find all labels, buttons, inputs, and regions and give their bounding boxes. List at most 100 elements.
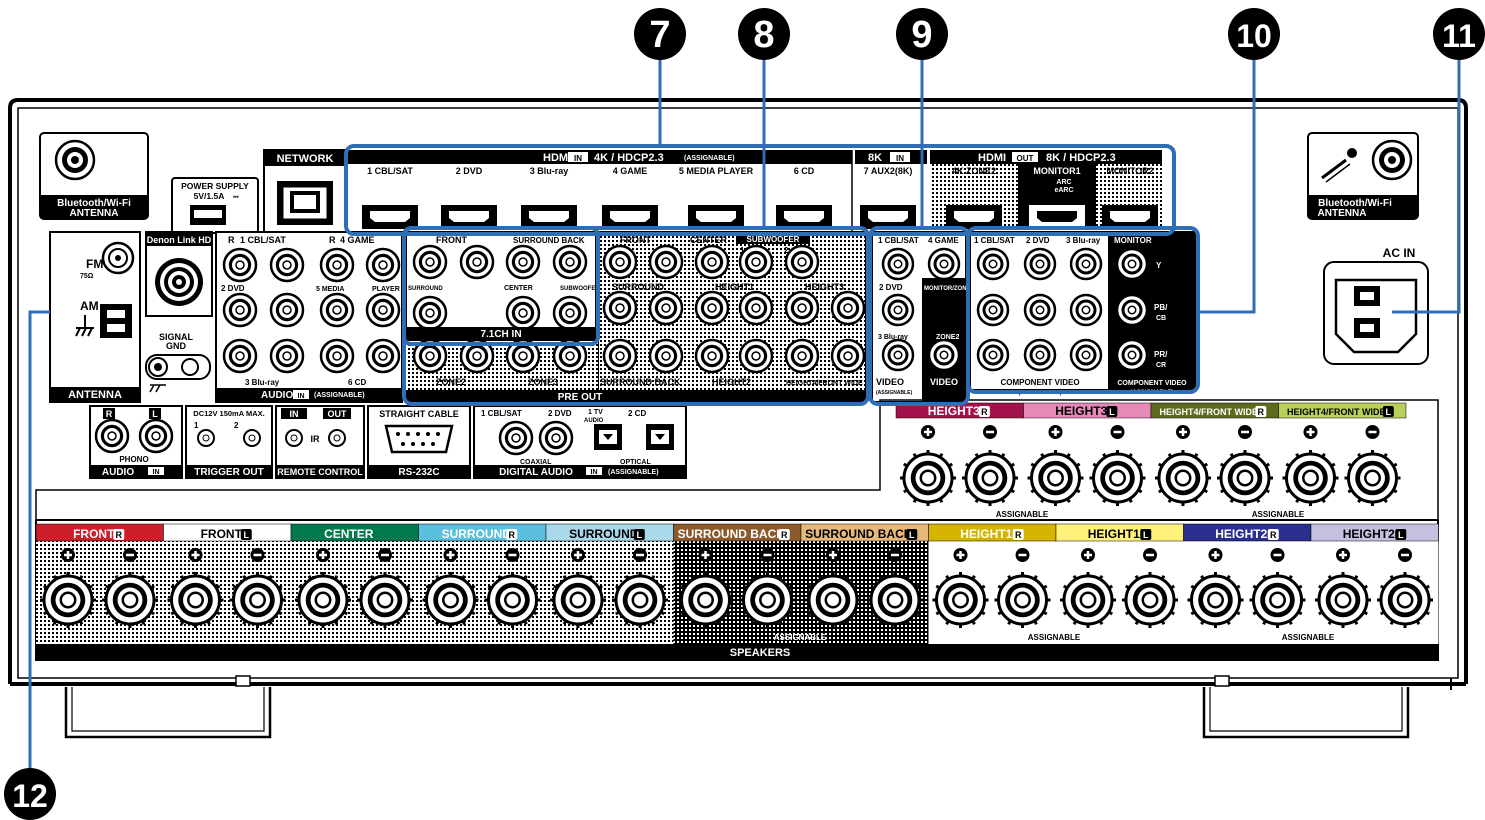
speaker-binding-post-icon <box>550 572 606 628</box>
svg-text:POWER SUPPLY: POWER SUPPLY <box>181 181 249 191</box>
hdmi-port-icon <box>1102 205 1158 229</box>
preout-label: CENTER <box>690 235 728 245</box>
svg-text:GND: GND <box>166 341 187 351</box>
speaker-binding-post-icon <box>229 572 286 628</box>
label-text: 1 <box>740 246 745 255</box>
hdmi-port-label: 7 AUX2(8K) <box>864 166 913 176</box>
rca-jack-icon <box>138 418 174 454</box>
speaker-channel-label: HEIGHT2 <box>1215 527 1267 541</box>
minus-icon <box>123 548 137 562</box>
rca-jack-icon <box>94 418 130 454</box>
plus-icon <box>316 548 330 562</box>
svg-text:FM: FM <box>86 257 103 271</box>
serial-port-icon <box>384 424 454 454</box>
speaker-binding-post-icon <box>1155 450 1211 506</box>
label-text: 2 DVD <box>1026 236 1050 245</box>
ethernet-jack-icon <box>277 181 333 225</box>
side-tag: L <box>637 530 643 540</box>
svg-text:(ASSIGNABLE): (ASSIGNABLE) <box>314 392 365 399</box>
speaker-channel-label: HEIGHT3 <box>928 404 980 418</box>
preout-label: HEIGHT1 <box>715 282 754 292</box>
rca-jack-icon <box>784 290 820 326</box>
rca-jack-icon <box>365 338 401 374</box>
plus-icon <box>1176 425 1190 439</box>
label-text: 1 CBL/SAT <box>240 235 286 245</box>
speaker-binding-post-icon <box>1315 572 1371 628</box>
svg-text:RS-232C: RS-232C <box>398 467 439 478</box>
rca-jack-icon <box>648 244 684 280</box>
side-tag: L <box>1398 530 1404 540</box>
minus-icon <box>505 548 520 562</box>
label-text: 3 Blu-ray <box>1066 236 1101 245</box>
speaker-channel-label: SURROUND BACK <box>678 527 786 541</box>
callout-marker: 8 <box>738 8 790 60</box>
speaker-channel-label: HEIGHT1 <box>960 527 1012 541</box>
rca-jack-icon <box>222 292 258 328</box>
right-foot <box>1202 687 1410 739</box>
side-tag: L <box>909 530 915 540</box>
callout-number: 11 <box>1442 18 1476 54</box>
label-text: OPTICAL <box>620 459 651 466</box>
callout-number: 7 <box>649 14 670 56</box>
antenna-connector-icon <box>54 139 96 181</box>
speaker-channel-label: HEIGHT4/FRONT WIDE <box>1287 407 1386 417</box>
rca-jack-icon <box>694 290 730 326</box>
svg-text:HDMI: HDMI <box>978 152 1006 164</box>
speaker-binding-post-icon <box>102 572 158 628</box>
side-tag: R <box>1015 530 1022 540</box>
label-text: MONITOR/ZONE2 <box>924 286 975 292</box>
preout-label: HEIGHT2 <box>712 377 751 387</box>
svg-text:IN: IN <box>290 409 299 419</box>
label-text: 4 GAME <box>340 235 375 245</box>
rca-jack-icon <box>784 244 820 280</box>
rca-jack-icon <box>738 244 774 280</box>
svg-text:⎓: ⎓ <box>233 194 239 201</box>
callout-lines <box>28 58 1461 770</box>
callout-marker: 11 <box>1433 8 1485 60</box>
rca-jack-icon <box>319 338 355 374</box>
rca-jack-icon <box>976 247 1010 281</box>
ir-jack-icon <box>285 429 303 447</box>
bluetooth-antenna-left: Bluetooth/Wi-Fi ANTENNA <box>39 132 149 220</box>
svg-text:75Ω: 75Ω <box>80 273 94 280</box>
minus-icon <box>633 548 647 562</box>
ground-terminal-icon <box>145 354 211 393</box>
side-tag: R <box>116 530 123 540</box>
speaker-binding-post-icon <box>1217 450 1273 506</box>
label-text: CB <box>1156 315 1166 322</box>
svg-text:PHONO: PHONO <box>119 455 148 464</box>
denon-link-hd: Denon Link HD SIGNAL GND <box>145 231 213 393</box>
side-tag: R <box>781 530 788 540</box>
preout-label: SUBWOOFER <box>747 235 800 244</box>
minus-icon <box>1015 548 1030 562</box>
hdmi-port-icon <box>602 205 658 229</box>
svg-text:ANTENNA: ANTENNA <box>1318 208 1367 219</box>
svg-text:8K / HDCP2.3: 8K / HDCP2.3 <box>1046 152 1116 164</box>
rca-jack-icon <box>881 247 915 281</box>
svg-text:OUT: OUT <box>1017 154 1034 163</box>
rca-jack-icon <box>459 338 495 374</box>
callout-marker: 9 <box>896 8 948 60</box>
hdmi-port-label: 6 CD <box>794 166 815 176</box>
r-tag: R <box>228 235 235 245</box>
rca-jack-icon <box>784 338 820 374</box>
label-text: VIDEO <box>930 377 958 387</box>
rca-jack-icon <box>222 338 258 374</box>
minus-icon <box>1398 548 1412 562</box>
speaker-binding-post-icon <box>1249 572 1306 628</box>
svg-text:PRE OUT: PRE OUT <box>558 392 602 403</box>
speaker-binding-post-icon <box>612 572 668 628</box>
label-text: SUBWOOFER <box>560 286 600 292</box>
ir-jack-icon <box>328 429 346 447</box>
callout-number: 9 <box>911 14 932 56</box>
bluetooth-antenna-right: Bluetooth/Wi-Fi ANTENNA <box>1307 132 1419 220</box>
label-text: 2 <box>784 246 789 255</box>
rca-jack-icon <box>498 420 534 456</box>
plus-icon <box>443 548 458 562</box>
rca-jack-icon <box>269 292 305 328</box>
speaker-binding-post-icon <box>484 572 541 628</box>
rca-jack-icon <box>552 338 588 374</box>
label-text: 2 DVD <box>879 283 903 292</box>
minus-icon <box>760 548 775 562</box>
